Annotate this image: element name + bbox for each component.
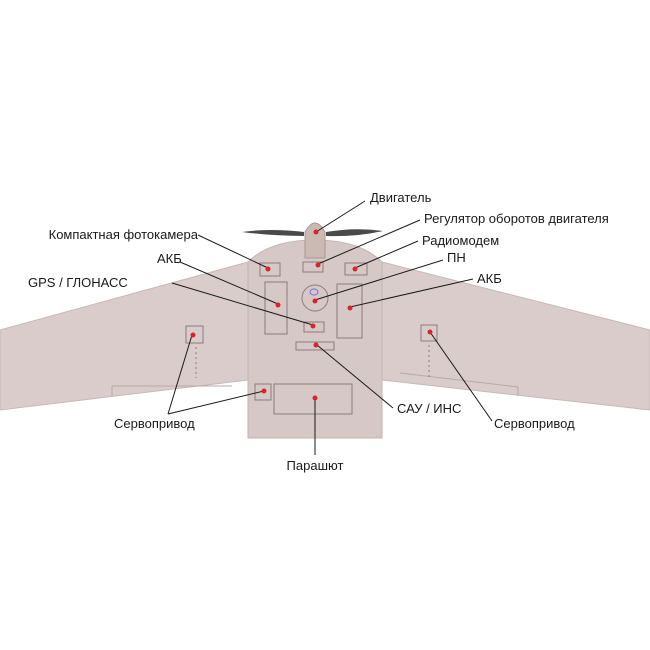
labels: Двигатель Регулятор оборотов двигателя К… xyxy=(28,190,609,473)
servo-left-box xyxy=(185,325,204,344)
right-aileron-line xyxy=(399,372,519,388)
label-radio-modem: Радиомодем xyxy=(422,233,499,248)
label-engine: Двигатель xyxy=(370,190,432,205)
label-servo-right: Сервопривод xyxy=(494,416,575,431)
spinner xyxy=(304,222,326,259)
propeller xyxy=(242,222,383,259)
marker-engine xyxy=(313,229,319,235)
label-servo-left: Сервопривод xyxy=(114,416,195,431)
label-battery-left: АКБ xyxy=(157,251,182,266)
gps-box xyxy=(303,321,325,333)
parachute-box xyxy=(273,383,353,415)
propeller-blade-right xyxy=(326,229,383,237)
markers xyxy=(190,229,433,401)
camera-box xyxy=(259,262,281,277)
label-parachute: Парашют xyxy=(287,458,344,473)
marker-servo-center xyxy=(261,388,267,394)
label-autopilot-ins: САУ / ИНС xyxy=(397,401,461,416)
marker-servo-right xyxy=(427,329,433,335)
label-gps-glonass: GPS / ГЛОНАСС xyxy=(28,275,128,290)
battery-right-box xyxy=(336,283,363,339)
leader-lines xyxy=(167,200,493,455)
marker-gps xyxy=(310,323,316,329)
marker-radio-modem xyxy=(352,266,358,272)
servo-right-box xyxy=(420,324,438,342)
autopilot-box xyxy=(295,341,335,351)
radio-modem-box xyxy=(344,262,368,276)
label-engine-controller: Регулятор оборотов двигателя xyxy=(424,211,609,226)
propeller-blade-left xyxy=(242,230,304,236)
marker-autopilot xyxy=(313,342,319,348)
servo-center-box xyxy=(254,383,272,401)
airframe xyxy=(0,239,650,439)
marker-servo-left xyxy=(190,332,196,338)
marker-battery-right xyxy=(347,305,353,311)
label-battery-right: АКБ xyxy=(477,271,502,286)
engine-controller-box xyxy=(302,261,324,273)
marker-payload xyxy=(312,298,318,304)
label-payload: ПН xyxy=(447,250,466,265)
marker-parachute xyxy=(312,395,318,401)
marker-camera xyxy=(265,266,271,272)
payload-circle xyxy=(301,284,329,312)
label-compact-camera: Компактная фотокамера xyxy=(49,227,199,242)
right-wing xyxy=(381,261,650,411)
marker-battery-left xyxy=(275,302,281,308)
components xyxy=(185,261,438,415)
battery-left-box xyxy=(264,281,288,335)
marker-engine-controller xyxy=(315,262,321,268)
payload-lens xyxy=(309,288,319,296)
